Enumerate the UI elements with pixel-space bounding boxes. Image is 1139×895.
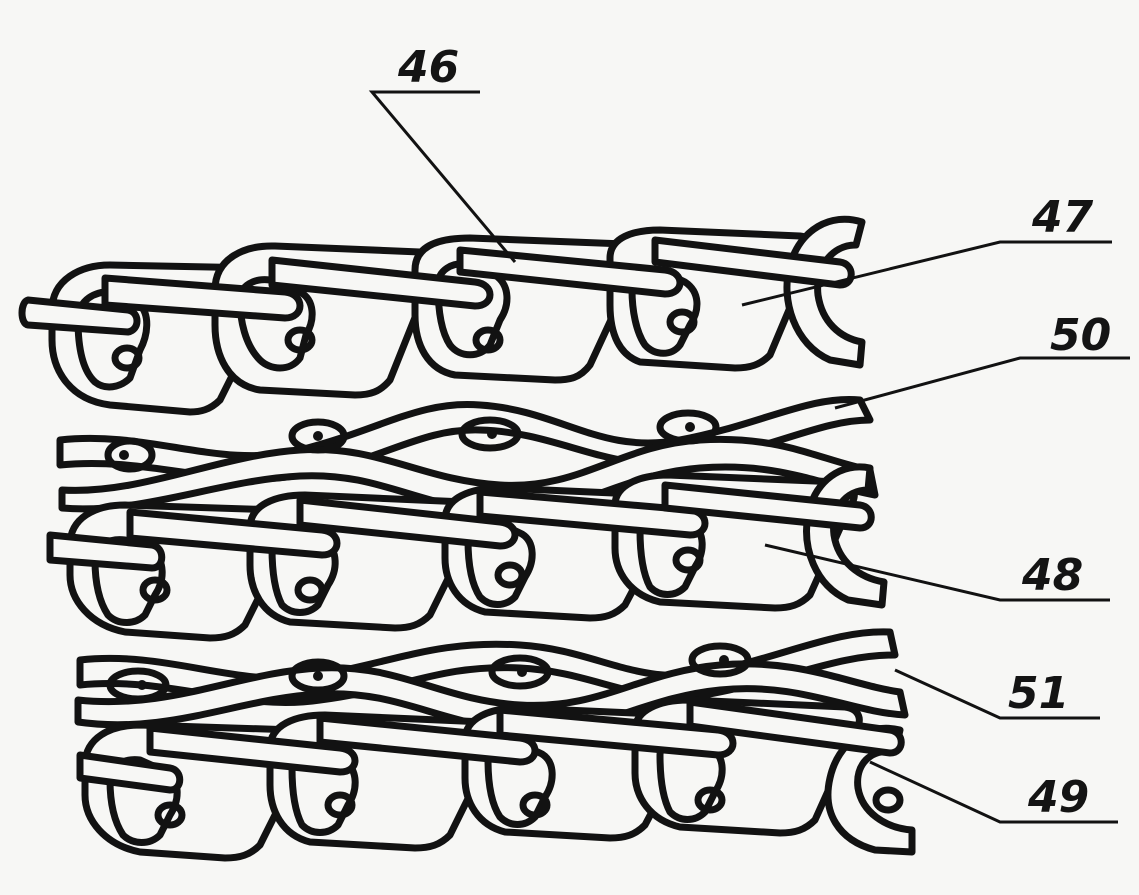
link-row-47	[18, 215, 866, 416]
link-row-49	[76, 696, 916, 862]
rod-eye	[288, 418, 348, 454]
callout-51: 51	[1008, 668, 1069, 719]
leader-51	[894, 668, 1100, 720]
rod-eye	[288, 658, 348, 694]
leader-50	[834, 356, 1130, 410]
leader-48	[764, 543, 1110, 602]
wavy-rods-row-51	[74, 628, 909, 734]
rod-eye	[688, 642, 752, 678]
wavy-rods-row-50	[56, 395, 879, 516]
callout-50: 50	[1050, 310, 1111, 361]
callout-49: 49	[1027, 772, 1089, 823]
rod-eye	[104, 437, 156, 473]
leader-lines	[368, 90, 1130, 824]
rod-eye	[458, 416, 522, 452]
link-row-48	[46, 463, 888, 642]
rod-eye	[656, 409, 720, 445]
callout-47: 47	[1031, 192, 1094, 243]
rod-eye	[488, 654, 552, 690]
rod-eye	[106, 667, 170, 703]
callout-46: 46	[397, 42, 459, 93]
leader-49	[869, 760, 1118, 824]
callout-labels: 46 47 50 48 51 49	[397, 42, 1111, 823]
leader-47	[741, 240, 1112, 307]
leader-46	[368, 90, 517, 263]
callout-48: 48	[1021, 550, 1083, 601]
